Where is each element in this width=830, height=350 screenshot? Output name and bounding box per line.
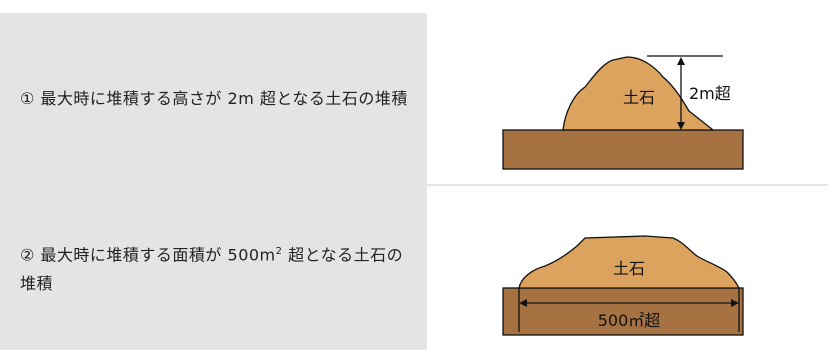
area-arrow-head-left	[519, 299, 527, 307]
criteria-text-area-main: ② 最大時に堆積する面積が 500m	[20, 245, 276, 265]
height-arrow-head-bottom	[677, 122, 685, 130]
mound-label: 土石	[623, 88, 655, 107]
criteria-cell-area: ② 最大時に堆積する面積が 500m2 超となる土石の堆積	[0, 186, 423, 350]
height-arrow-head-top	[677, 57, 685, 65]
mound-label: 土石	[613, 259, 645, 278]
column-divider	[423, 13, 427, 350]
criteria-text-area-rest: 超となる土石の堆積	[20, 245, 404, 293]
figure-cell-height: 土石 2m超	[427, 13, 828, 184]
area-label: 500㎡超	[598, 311, 661, 330]
comparison-table: ① 最大時に堆積する高さが 2m 超となる土石の堆積 土石 2m超 ② 最	[0, 13, 828, 350]
table-row-height: ① 最大時に堆積する高さが 2m 超となる土石の堆積 土石 2m超	[0, 13, 828, 184]
ground-soil	[502, 129, 744, 170]
row-divider	[0, 184, 828, 186]
soil-mound	[562, 56, 715, 131]
soil-mound	[518, 235, 741, 289]
figure-cell-area: 土石 500㎡超	[427, 186, 828, 350]
mound-height-diagram: 土石 2m超	[502, 55, 744, 170]
ground-soil	[502, 287, 744, 336]
table-row-area: ② 最大時に堆積する面積が 500m2 超となる土石の堆積 土石 500㎡超	[0, 186, 828, 350]
height-label: 2m超	[689, 84, 731, 103]
area-arrow-head-right	[731, 299, 739, 307]
criteria-text-height: ① 最大時に堆積する高さが 2m 超となる土石の堆積	[20, 88, 408, 108]
mound-area-diagram: 土石 500㎡超	[502, 235, 744, 336]
criteria-cell-height: ① 最大時に堆積する高さが 2m 超となる土石の堆積	[0, 13, 423, 184]
superscript-2: 2	[275, 246, 283, 258]
criteria-text-area: ② 最大時に堆積する面積が 500m2 超となる土石の堆積	[20, 238, 409, 297]
